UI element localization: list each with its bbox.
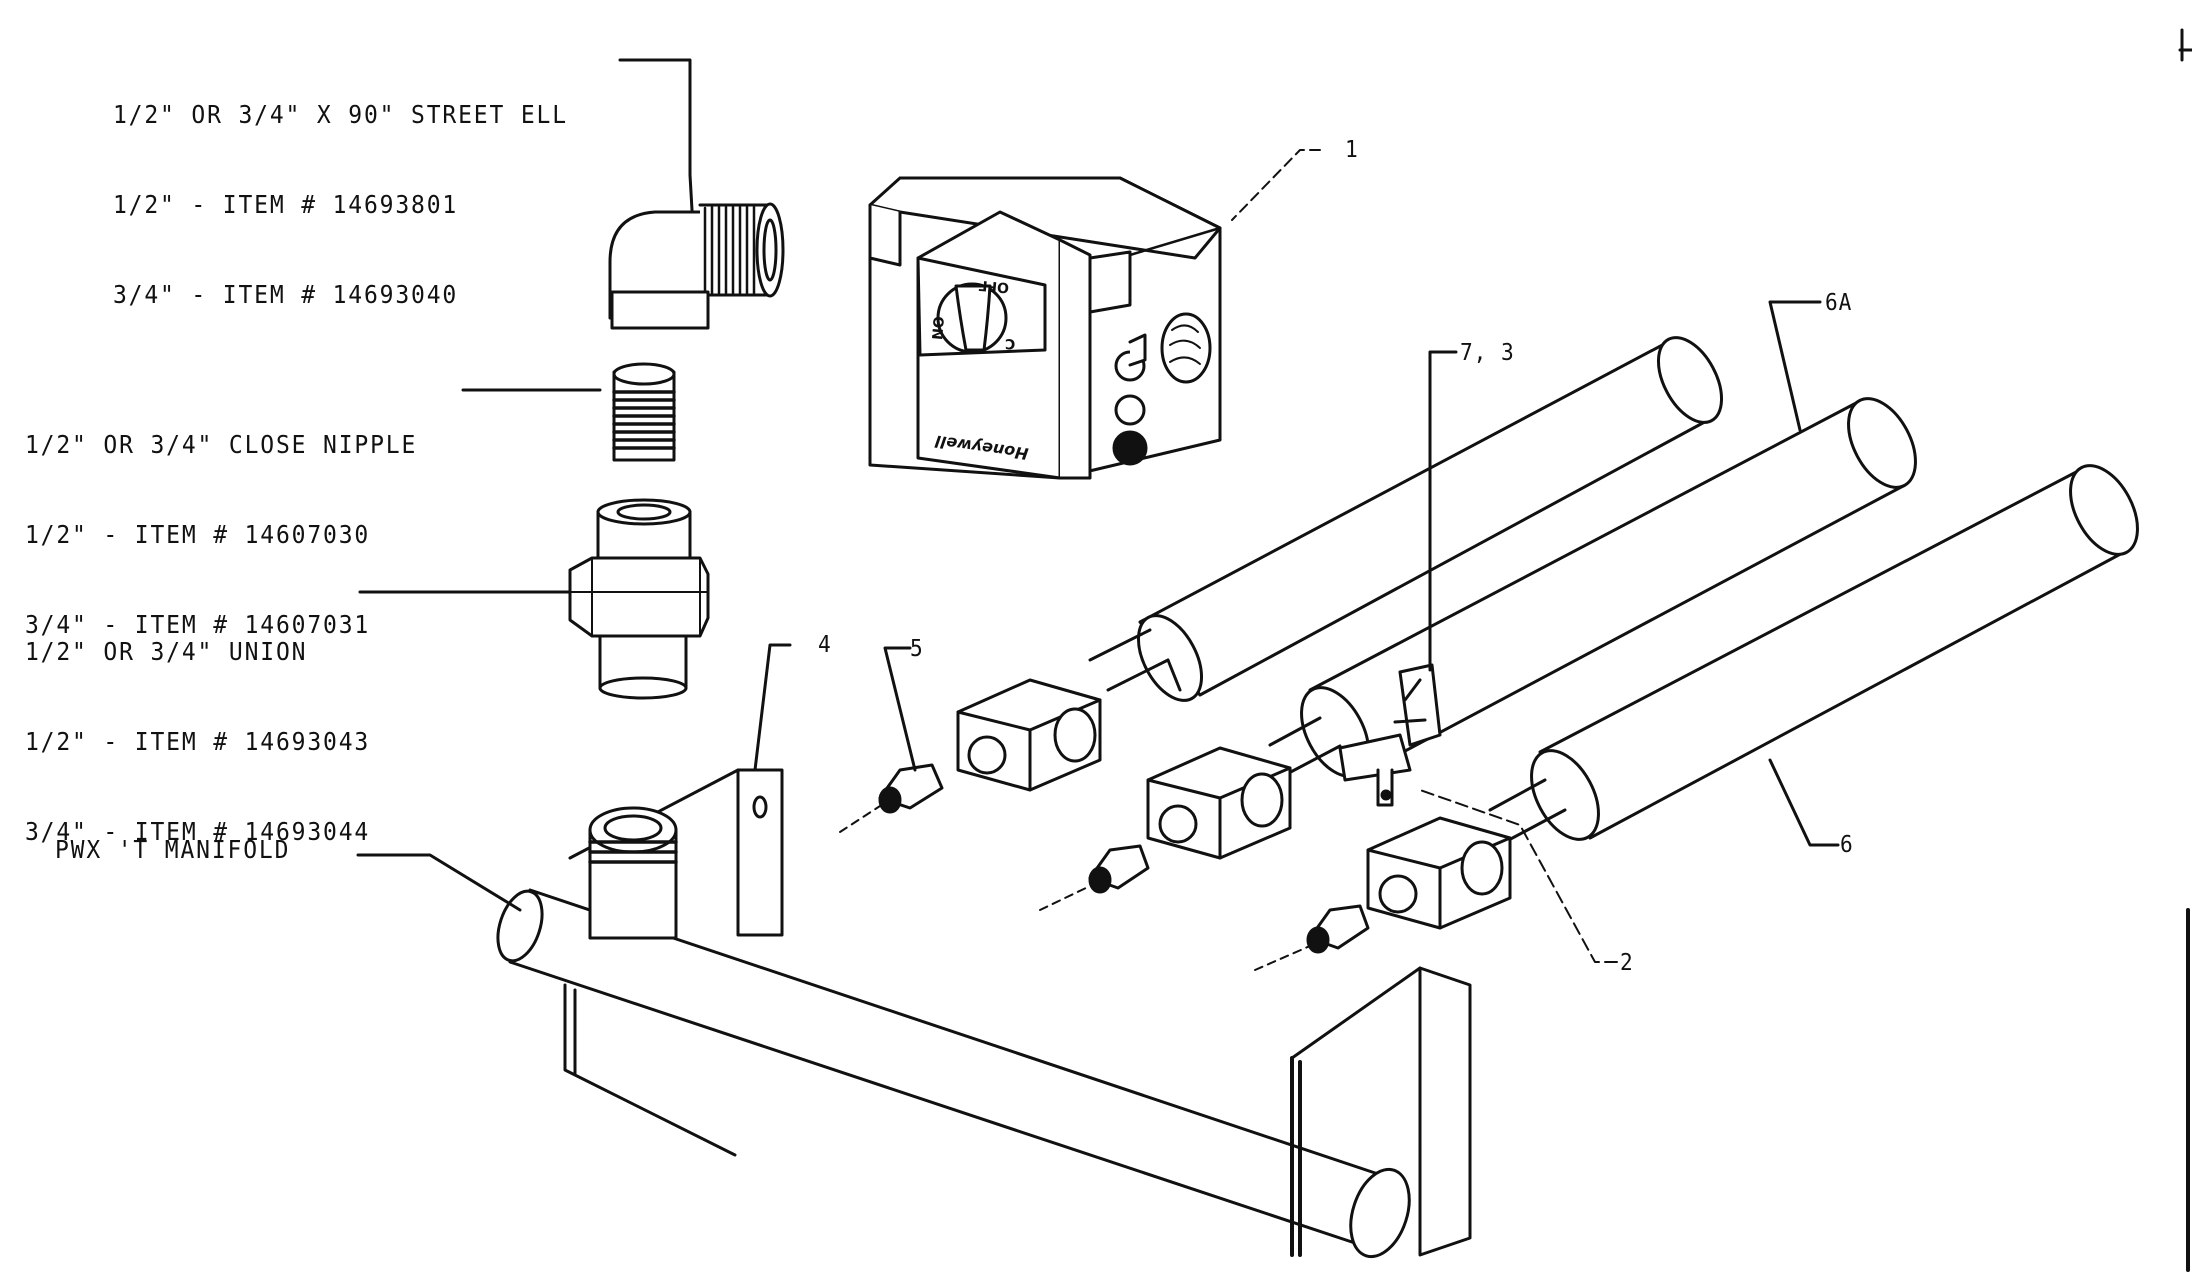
orifice-3: [1254, 904, 1370, 971]
air-shutter-block-3: [1366, 816, 1512, 930]
street-ell-title: 1/2" OR 3/4" X 90" STREET ELL: [113, 100, 568, 129]
close-nipple-title: 1/2" OR 3/4" CLOSE NIPPLE: [25, 430, 418, 459]
gas-valve-body: [868, 176, 1222, 480]
union-label: 1/2" OR 3/4" UNION 1/2" - ITEM # 1469304…: [25, 577, 370, 907]
close-nipple-fitting: [612, 362, 676, 462]
leader-valve: [1231, 149, 1321, 221]
end-bracket: [1290, 966, 1472, 1257]
leader-orifice: [883, 646, 917, 772]
leader-burner-6a: [1768, 300, 1822, 432]
burner-tube-6: [1488, 464, 2139, 844]
leader-manifold: [356, 853, 522, 912]
street-ell-item-three-quarter: 3/4" - ITEM # 14693040: [113, 280, 459, 309]
leader-street-ell: [618, 58, 694, 212]
leader-burner-6: [1768, 758, 1840, 847]
manifold-pipe: [496, 806, 1411, 1259]
street-ell-item-half: 1/2" - ITEM # 14693801: [113, 190, 459, 219]
knob-pilot-text: C: [1005, 335, 1016, 351]
leader-thermocouple: [1419, 789, 1618, 963]
close-nipple-item-three-quarter: 3/4" - ITEM # 14607031: [25, 610, 371, 639]
air-shutter-block-1: [956, 678, 1102, 792]
callout-thermocouple: 2: [1620, 950, 1634, 976]
knob-on-text: ON: [927, 315, 946, 341]
callout-valve: 1: [1345, 137, 1359, 163]
burner-tube-back: [1088, 336, 1724, 702]
callout-burner-6: 6: [1840, 832, 1854, 858]
leader-pilot: [1428, 350, 1458, 672]
orifice-2: [1039, 844, 1150, 911]
street-ell-fitting: [608, 202, 785, 330]
knob-off-text: OFF: [977, 276, 1010, 296]
union-item-three-quarter: 3/4" - ITEM # 14693044: [25, 817, 371, 846]
union-title: 1/2" OR 3/4" UNION: [25, 637, 308, 666]
callout-orifice: 5: [910, 636, 924, 662]
callout-bracket: 4: [818, 632, 832, 658]
manifold-label: PWX 'T MANIFOLD: [55, 835, 291, 864]
orifice-1: [839, 763, 944, 833]
street-ell-label: 1/2" OR 3/4" X 90" STREET ELL 1/2" - ITE…: [113, 40, 568, 370]
union-item-half: 1/2" - ITEM # 14693043: [25, 727, 371, 756]
pilot-assembly: [1338, 663, 1442, 807]
callout-pilot: 7, 3: [1460, 340, 1515, 366]
air-shutter-block-2: [1146, 746, 1292, 860]
leader-bracket: [753, 643, 792, 772]
callout-burner-6a: 6A: [1825, 290, 1853, 316]
union-fitting: [568, 498, 710, 700]
close-nipple-label: 1/2" OR 3/4" CLOSE NIPPLE 1/2" - ITEM # …: [25, 370, 417, 700]
close-nipple-item-half: 1/2" - ITEM # 14607030: [25, 520, 371, 549]
